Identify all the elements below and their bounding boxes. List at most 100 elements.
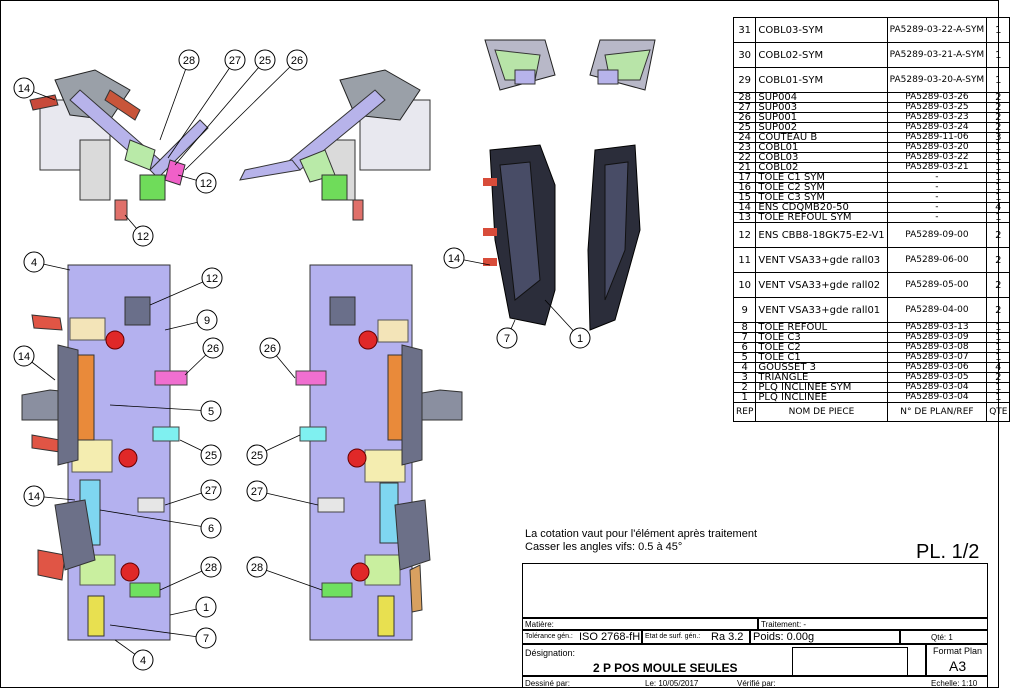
callout-balloon: 25: [179, 439, 222, 466]
callout-balloon: 28: [159, 49, 200, 141]
bom-rep: 12: [732, 222, 757, 248]
balloon-circle: [201, 267, 223, 289]
small-view-right: [589, 39, 656, 91]
balloon-circle: [23, 485, 45, 507]
bom-name: TOLE REFOUL SYM: [755, 212, 888, 223]
bom-ref: PA5289-03-07: [886, 352, 988, 363]
balloon-number: 12: [206, 273, 218, 285]
traitement-cell: Traitement: -: [758, 618, 988, 630]
bom-name: COBL03-SYM: [755, 17, 888, 43]
verifie-label: Vérifié par:: [737, 679, 776, 688]
balloon-circle: [23, 251, 45, 273]
bom-header-rep: REP: [732, 402, 757, 422]
bom-qty: 1: [986, 172, 1010, 183]
surface-value: Ra 3.2: [711, 631, 744, 643]
side-view-right: [587, 144, 641, 331]
callout-balloon: 14: [13, 77, 56, 101]
bom-qty: 1: [986, 182, 1010, 193]
bom-rep: 6: [732, 342, 757, 353]
balloon-circle: [178, 49, 200, 71]
leader-line: [109, 404, 212, 412]
surface-cell: Etat de surf. gén.: Ra 3.2: [642, 630, 750, 644]
balloon-number: 1: [577, 333, 583, 345]
bom-qty: 1: [986, 67, 1010, 93]
bom-ref: -: [886, 202, 988, 213]
bom-rep: 11: [732, 247, 757, 273]
callout-balloon: 12: [177, 172, 217, 194]
balloon-circle: [132, 225, 154, 247]
balloon-circle: [202, 337, 224, 359]
balloon-number: 26: [291, 55, 303, 67]
balloon-circle: [224, 49, 246, 71]
balloon-circle: [200, 556, 222, 578]
bom-ref: PA5289-03-04: [886, 392, 988, 403]
bom-qty: 2: [986, 112, 1010, 123]
bom-qty: 1: [986, 382, 1010, 393]
balloon-number: 28: [205, 562, 217, 574]
bom-qty: 2: [986, 297, 1010, 323]
echelle-label: Echelle: 1:10: [931, 679, 978, 688]
sheet-number: PL. 1/2: [916, 541, 980, 563]
callout-balloon: 14: [13, 345, 56, 381]
format-cell: Format Plan A3: [926, 644, 988, 676]
balloon-number: 14: [28, 491, 40, 503]
balloon-number: 14: [18, 351, 30, 363]
bom-rep: 3: [732, 372, 757, 383]
balloon-circle: [200, 517, 222, 539]
bom-qty: 2: [986, 272, 1010, 298]
balloon-number: 25: [205, 450, 217, 462]
leader-line: [167, 59, 236, 159]
front-view-right: [295, 264, 463, 641]
balloon-number: 28: [183, 55, 195, 67]
balloon-circle: [195, 172, 217, 194]
callout-balloon: 28: [159, 556, 222, 591]
callout-balloon: 7: [109, 624, 217, 649]
bom-qty: 2: [986, 122, 1010, 133]
leader-line: [159, 59, 190, 141]
balloon-number: 25: [251, 450, 263, 462]
format-label: Format Plan: [933, 646, 983, 656]
bom-name: TOLE REFOUL: [755, 322, 888, 333]
callout-balloon: 7: [496, 319, 518, 349]
balloon-number: 12: [200, 178, 212, 190]
qte-label: Qté: 1: [931, 633, 953, 642]
bom-qty: 1: [986, 332, 1010, 343]
tolerance-label: Tolérance gén.:: [525, 633, 573, 640]
bom-rep: 28: [732, 92, 757, 103]
callout-balloon: 26: [259, 337, 296, 379]
bom-qty: 1: [986, 212, 1010, 223]
side-view-left: [483, 144, 556, 326]
bom-rep: 9: [732, 297, 757, 323]
bom-ref: PA5289-03-09: [886, 332, 988, 343]
date-label: Le: 10/05/2017: [645, 679, 699, 688]
bom-name: SUP002: [755, 122, 888, 133]
bom-name: TOLE C3 SYM: [755, 192, 888, 203]
balloon-number: 7: [504, 333, 510, 345]
bom-name: COBL02-SYM: [755, 42, 888, 68]
callout-balloon: 1: [544, 299, 591, 349]
bom-ref: PA5289-03-21-A-SYM: [886, 42, 988, 68]
tolerance-cell: Tolérance gén.: ISO 2768-fH: [522, 630, 642, 644]
bom-rep: 1: [732, 392, 757, 403]
bom-header-ref: N° DE PLAN/REF: [886, 402, 988, 422]
bom-rep: 10: [732, 272, 757, 298]
balloon-circle: [13, 77, 35, 99]
designation-label: Désignation:: [525, 648, 576, 658]
balloon-number: 4: [31, 257, 37, 269]
bom-ref: PA5289-09-00: [886, 222, 988, 248]
balloon-circle: [200, 400, 222, 422]
